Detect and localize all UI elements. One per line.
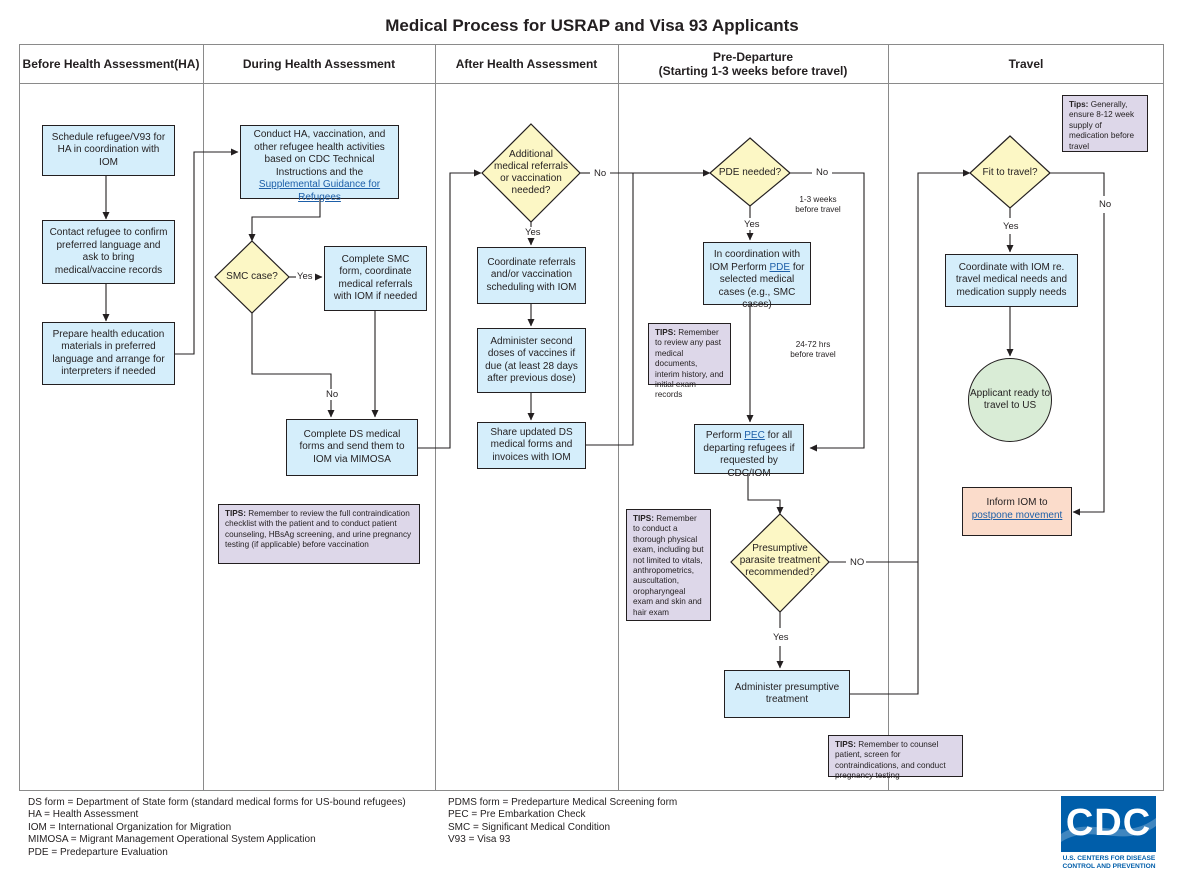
coordinate-travel-needs-box: Coordinate with IOM re. travel medical n… [945, 254, 1078, 307]
contact-refugee-box: Contact refugee to confirm preferred lan… [42, 220, 175, 284]
legend-item: PEC = Pre Embarkation Check [448, 809, 586, 821]
pde-needed-diamond [709, 137, 791, 207]
pde-needed-label: PDE needed? [718, 167, 782, 178]
cdc-logo: CDC [1061, 796, 1156, 852]
perform-pde-box: In coordination with IOM Perform PDE for… [703, 242, 811, 310]
schedule-refugee-box: Schedule refugee/V93 for HA in coordinat… [42, 125, 175, 176]
coordinate-referrals-box: Coordinate referrals and/or vaccination … [477, 247, 586, 304]
presumptive-treatment-diamond [730, 513, 830, 613]
tips-review-records-box: TIPS: Remember to review any past medica… [648, 323, 731, 399]
column-divider [888, 44, 889, 791]
legend-item: V93 = Visa 93 [448, 834, 511, 846]
additional-referrals-label: Additional medical referrals or vaccinat… [494, 149, 568, 196]
complete-ds-box: Complete DS medical forms and send them … [286, 419, 418, 476]
column-header-during-ha: During Health Assessment [242, 56, 396, 71]
legend-item: PDMS form = Predeparture Medical Screeni… [448, 797, 678, 808]
tips-counsel-patient-box: TIPS: Remember to counsel patient, scree… [828, 735, 963, 780]
column-divider [618, 44, 619, 791]
column-header-before-ha: Before Health Assessment(HA) [22, 56, 200, 71]
additional-yes-label: Yes [524, 227, 542, 238]
administer-presumptive-box: Administer presumptive treatment [724, 670, 850, 718]
column-divider [435, 44, 436, 791]
postpone-movement-link[interactable]: postpone movement [971, 509, 1063, 521]
legend-item: IOM = International Organization for Mig… [28, 821, 232, 833]
note-1-3-weeks: 1-3 weeks before travel [795, 195, 841, 214]
presumptive-treatment-label: Presumptive parasite treatment recommend… [739, 543, 821, 578]
pde-yes-label: Yes [743, 219, 761, 230]
supplemental-guidance-link[interactable]: Supplemental Guidance for Refugees [258, 179, 381, 203]
share-ds-forms-box: Share updated DS medical forms and invoi… [477, 422, 586, 469]
diagram-frame [19, 44, 1164, 791]
conduct-ha-box: Conduct HA, vaccination, and other refug… [240, 125, 399, 203]
prepare-materials-box: Prepare health education materials in pr… [42, 322, 175, 385]
cdc-logo-swoosh [1061, 818, 1156, 842]
column-divider [203, 44, 204, 791]
legend-item: PDE = Predeparture Evaluation [28, 846, 168, 858]
legend-left: DS form = Department of State form (stan… [28, 797, 406, 859]
additional-referrals-diamond [481, 123, 581, 223]
pde-no-label: No [815, 167, 830, 178]
additional-no-label: No [593, 168, 608, 179]
perform-pec-box: Perform PEC for all departing refugees i… [694, 424, 804, 479]
header-divider [19, 83, 1164, 84]
smc-no-label: No [325, 389, 340, 400]
fit-to-travel-label: Fit to travel? [982, 167, 1038, 178]
note-24-72-hrs: 24-72 hrs before travel [790, 340, 836, 359]
smc-yes-label: Yes [296, 271, 314, 282]
legend-item: DS form = Department of State form (stan… [28, 797, 406, 808]
presumptive-yes-label: Yes [772, 632, 790, 643]
fit-to-travel-diamond [969, 135, 1051, 209]
cdc-logo-subtitle: U.S. CENTERS FOR DISEASE CONTROL AND PRE… [1062, 855, 1156, 870]
fit-yes-label: Yes [1002, 221, 1020, 232]
pde-link[interactable]: PDE [769, 261, 791, 273]
tips-medication-supply-box: Tips: Generally, ensure 8-12 week supply… [1062, 95, 1148, 152]
applicant-ready-circle: Applicant ready to travel to US [968, 358, 1052, 442]
legend-right: PDMS form = Predeparture Medical Screeni… [448, 797, 677, 847]
smc-case-label: SMC case? [226, 271, 278, 282]
cdc-logo-text: CDC [1065, 802, 1152, 844]
complete-smc-box: Complete SMC form, coordinate medical re… [324, 246, 427, 311]
tips-vaccination-box: TIPS: Remember to review the full contra… [218, 504, 420, 564]
legend-item: MIMOSA = Migrant Management Operational … [28, 834, 316, 846]
column-header-travel: Travel [1008, 56, 1044, 71]
presumptive-no-label: NO [849, 557, 866, 568]
column-header-after-ha: After Health Assessment [455, 56, 598, 71]
administer-second-doses-box: Administer second doses of vaccines if d… [477, 328, 586, 393]
pec-link[interactable]: PEC [744, 430, 765, 441]
fit-no-label: No [1098, 199, 1113, 210]
legend-item: HA = Health Assessment [28, 809, 139, 821]
column-header-pre-departure: Pre-Departure (Starting 1-3 weeks before… [658, 49, 848, 78]
legend-item: SMC = Significant Medical Condition [448, 821, 611, 833]
smc-case-diamond [214, 240, 290, 314]
tips-physical-exam-box: TIPS: Remember to conduct a thorough phy… [626, 509, 711, 621]
diagram-title: Medical Process for USRAP and Visa 93 Ap… [385, 16, 799, 35]
